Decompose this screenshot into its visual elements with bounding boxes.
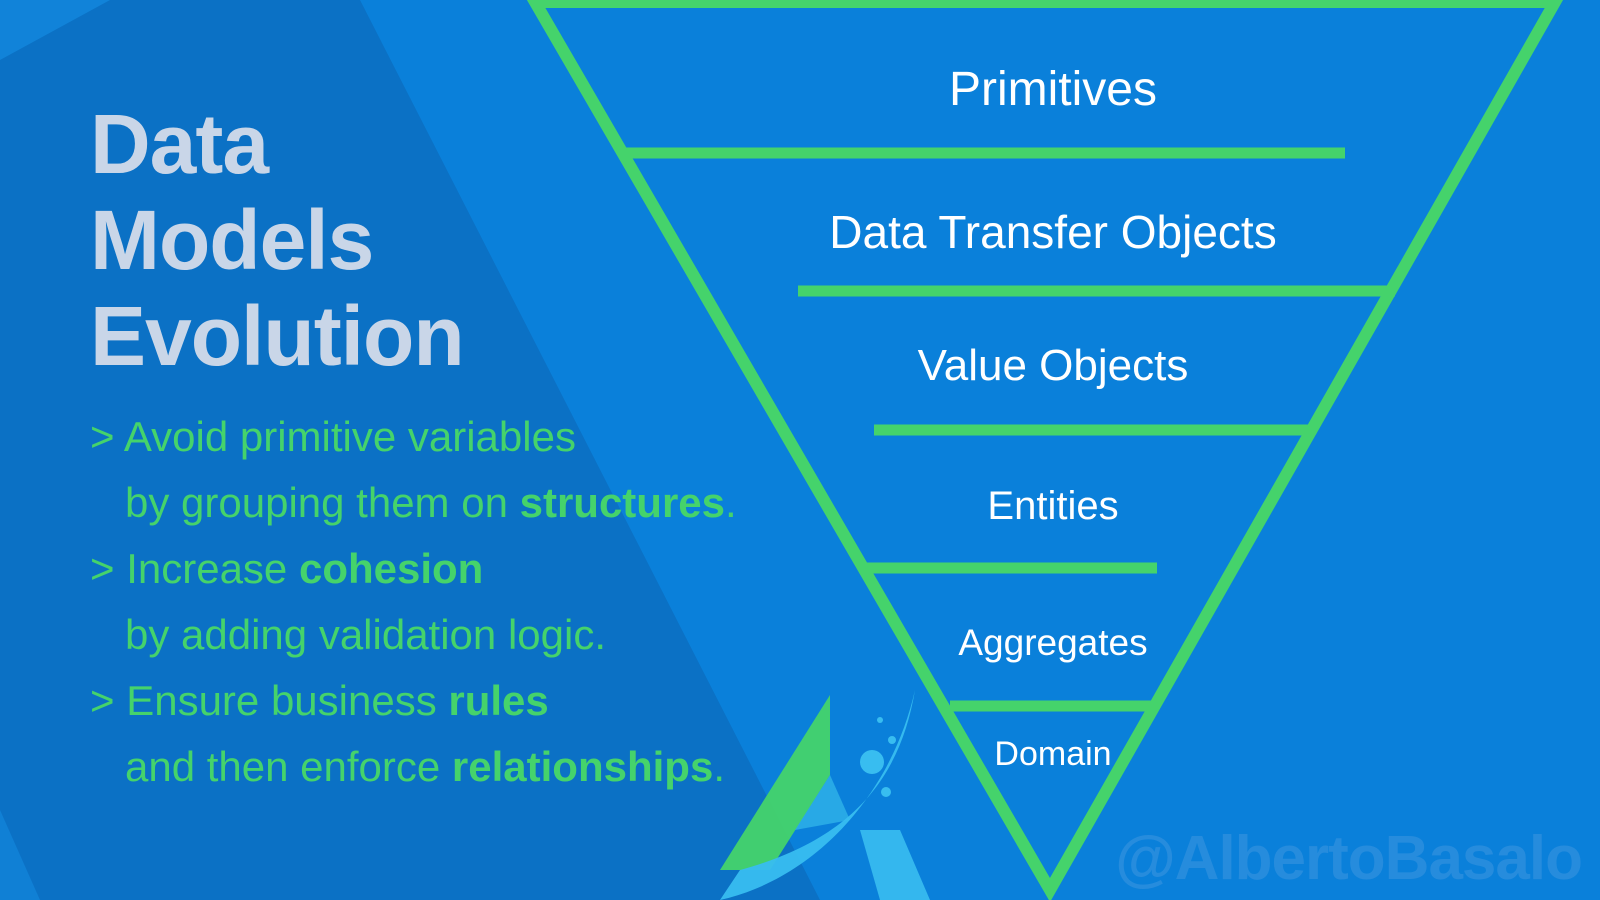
- bullet-list: > Avoid primitive variables by grouping …: [90, 404, 737, 800]
- layer-label-aggregates: Aggregates: [958, 622, 1148, 663]
- emphasis-relationships: relationships: [451, 743, 714, 790]
- bullet-3-line-1: > Ensure business rules: [90, 677, 549, 724]
- title-line-3: Evolution: [90, 289, 465, 383]
- layer-label-entities: Entities: [987, 484, 1119, 528]
- watermark: @AlbertoBasalo: [1115, 824, 1583, 893]
- layer-label-primitives: Primitives: [948, 63, 1158, 116]
- funnel-outline: [526, 0, 1564, 900]
- bullet-1-line-1: > Avoid primitive variables: [90, 413, 576, 460]
- bullet-2-line-1: > Increase cohesion: [90, 545, 484, 592]
- title-line-2: Models: [90, 193, 374, 287]
- bullet-1-line-2: by grouping them on structures.: [125, 479, 737, 526]
- emphasis-cohesion: cohesion: [298, 545, 484, 592]
- title-line-1: Data: [90, 97, 269, 191]
- emphasis-structures: structures: [519, 479, 725, 526]
- bullet-2-line-2: by adding validation logic.: [125, 611, 606, 658]
- layer-label-value-objects: Value Objects: [917, 341, 1189, 390]
- emphasis-rules: rules: [448, 677, 549, 724]
- page-title: Data Models Evolution: [90, 96, 465, 384]
- layer-label-dto: Data Transfer Objects: [829, 206, 1277, 258]
- bullet-3-line-2: and then enforce relationships.: [125, 743, 725, 790]
- rocket-logo-icon: [720, 690, 930, 900]
- layer-label-domain: Domain: [994, 735, 1112, 773]
